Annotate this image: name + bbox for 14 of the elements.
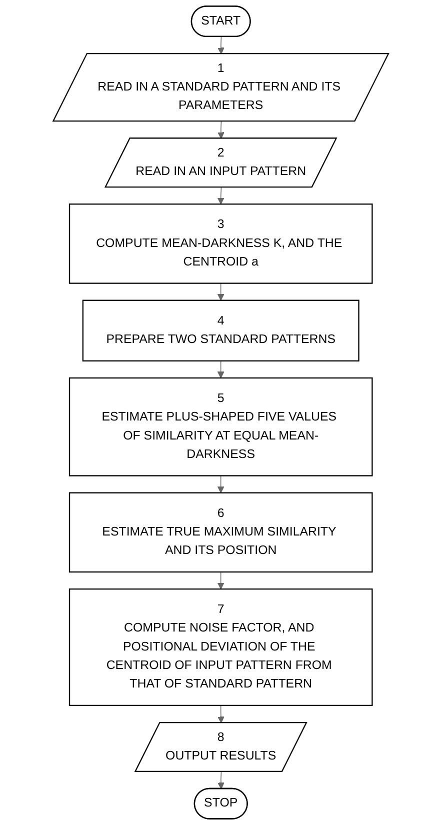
- arrow: [217, 121, 224, 139]
- arrow: [217, 187, 224, 204]
- node-box: 5 ESTIMATE PLUS-SHAPED FIVE VALUES OF SIMILARITY AT EQUAL MEAN-DARKNESS: [68, 377, 372, 476]
- arrow: [217, 475, 224, 494]
- arrow: [217, 36, 224, 54]
- node-box: 7 COMPUTE NOISE FACTOR, AND POSITIONAL DEVIATION OF THE CENTROID OF INPUT PATTERN FROM THAT OF STANDARD PATTERN: [68, 588, 372, 706]
- node-box: 6 ESTIMATE TRUE MAXIMUM SIMILARITY AND ITS POSITION: [68, 492, 372, 573]
- arrow: [217, 705, 224, 724]
- node-box: 4 PREPARE TWO STANDARD PATTERNS: [82, 300, 359, 362]
- arrow: [217, 282, 224, 301]
- arrow: [217, 572, 224, 590]
- node-box: 3 COMPUTE MEAN-DARKNESS K, AND THE CENTROID a: [68, 204, 372, 284]
- arrow: [217, 360, 224, 378]
- arrow: [217, 771, 224, 790]
